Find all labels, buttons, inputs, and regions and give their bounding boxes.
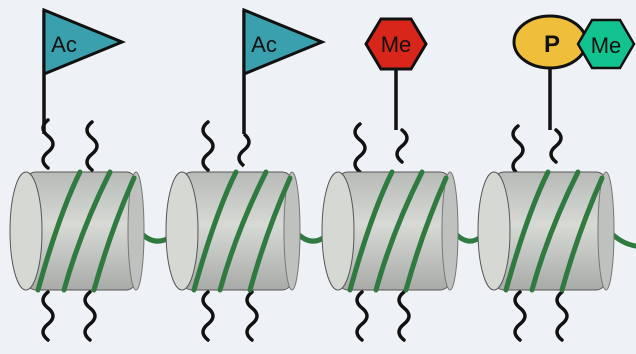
nucleosome-2: Ac	[166, 10, 322, 340]
histone-octamer	[10, 172, 144, 290]
histone-tail-top	[43, 120, 97, 170]
histone-tail-top	[203, 122, 213, 170]
modification-4: P Me	[514, 16, 634, 130]
modification-label: Ac	[251, 32, 277, 57]
histone-tail-bottom	[203, 292, 257, 340]
nucleosome-4: P Me	[478, 16, 634, 340]
histone-tail-top	[513, 126, 561, 174]
modification-2: Ac	[239, 10, 322, 166]
histone-tail-top	[355, 124, 407, 172]
modification-3: Me	[366, 19, 426, 130]
modification-label: Me	[381, 32, 412, 57]
histone-tail-bottom	[43, 292, 95, 340]
nucleosome-1: Ac	[10, 10, 144, 340]
histone-octamer	[166, 172, 300, 290]
histone-octamer	[478, 172, 614, 290]
histone-tail-bottom	[357, 292, 409, 340]
modification-1: Ac	[44, 10, 122, 134]
modification-label: P	[544, 31, 560, 58]
nucleosome-3: Me	[322, 19, 458, 340]
histone-tail-bottom	[515, 292, 567, 340]
histone-octamer	[322, 172, 458, 290]
modification-label: Me	[591, 33, 622, 58]
modification-label: Ac	[51, 32, 77, 57]
